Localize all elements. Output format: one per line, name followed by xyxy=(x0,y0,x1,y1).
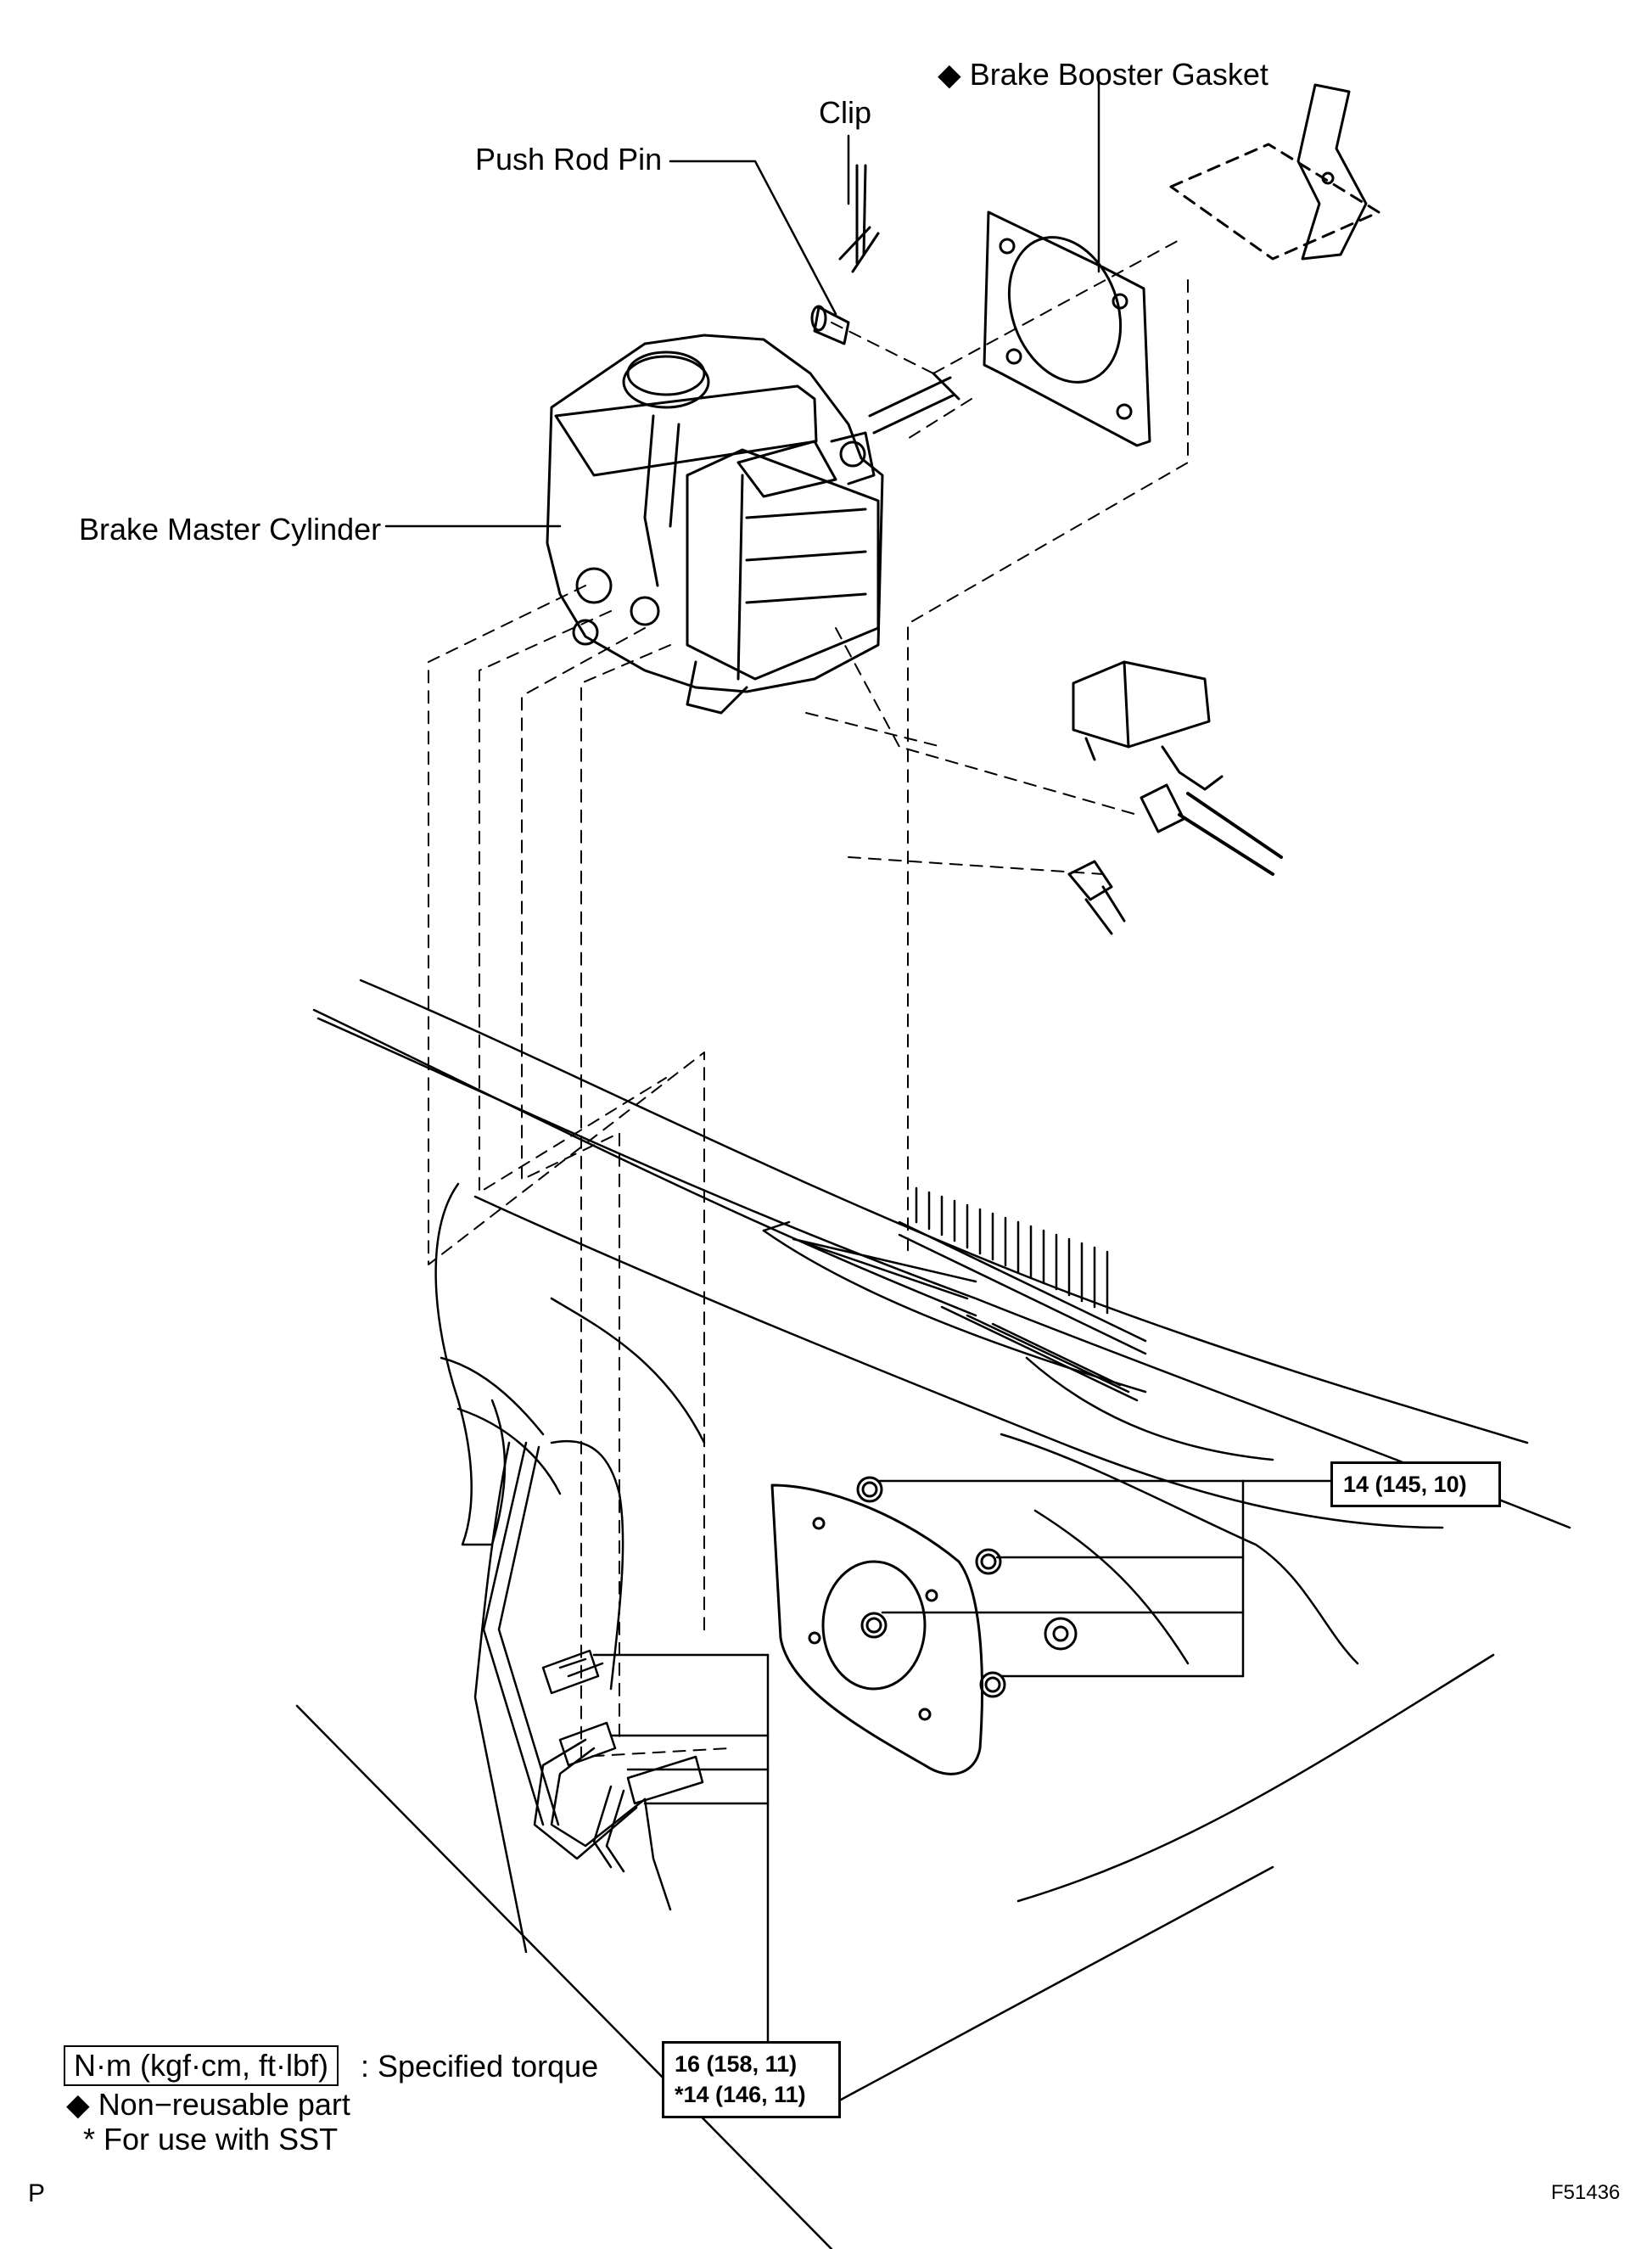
torque-callout-nuts: 14 (145, 10) xyxy=(1330,1461,1501,1508)
torque-value-lines-1: 16 (158, 11) xyxy=(675,2051,798,2077)
torque-callout-lines: 16 (158, 11) *14 (146, 11) xyxy=(662,2041,841,2118)
legend-sst: * For use with SST xyxy=(83,2122,339,2156)
brake-master-cylinder-assembly xyxy=(546,334,884,715)
wire-connectors xyxy=(1067,660,1283,935)
corner-marker: P xyxy=(28,2179,46,2207)
legend-nonreusable: ◆ Non−reusable part xyxy=(66,2087,350,2122)
clip-part xyxy=(838,164,880,273)
leader-lines xyxy=(384,75,1332,2047)
torque-value-lines-2: *14 (146, 11) xyxy=(675,2082,806,2108)
booster-mounting-plate xyxy=(770,1476,1078,1775)
push-rod-pin-label: Push Rod Pin xyxy=(475,142,663,177)
alignment-lines xyxy=(428,237,1189,1758)
push-rod-pin-part xyxy=(810,305,850,345)
engine-compartment xyxy=(295,979,1571,2249)
flare-nuts xyxy=(541,1649,704,1805)
legend-unit-description: : Specified torque xyxy=(361,2049,599,2084)
torque-value-nuts: 14 (145, 10) xyxy=(1343,1472,1467,1497)
brake-lines xyxy=(482,1439,672,1911)
cowl-louvers xyxy=(898,1186,1147,1402)
legend-unit-box: N·m (kgf·cm, ft·lbf) xyxy=(64,2045,339,2086)
figure-code: F51436 xyxy=(1551,2181,1621,2204)
push-rod xyxy=(868,372,960,435)
master-cylinder-label: Brake Master Cylinder xyxy=(79,512,382,547)
brake-booster-gasket xyxy=(983,210,1151,447)
clip-label: Clip xyxy=(819,95,872,130)
gasket-label: ◆ Brake Booster Gasket xyxy=(938,57,1268,92)
brake-pedal-arm xyxy=(1169,83,1380,261)
